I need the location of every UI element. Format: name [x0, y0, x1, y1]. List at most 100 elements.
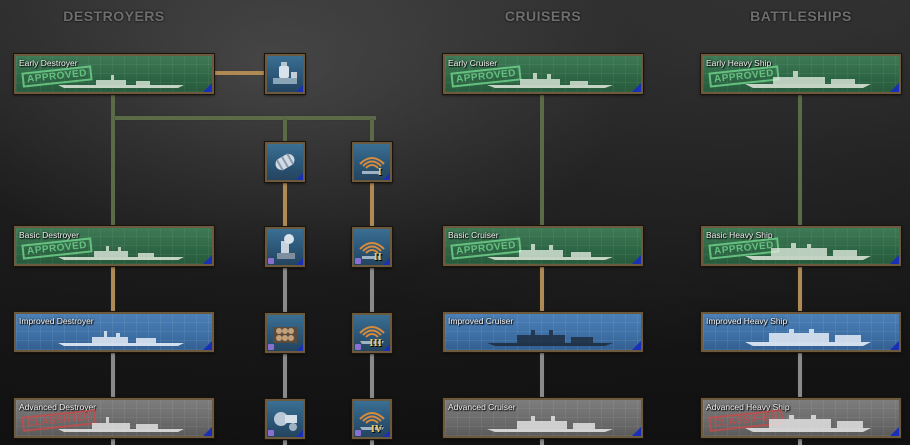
tech-name: Basic Heavy Ship	[706, 230, 773, 240]
battleship-silhouette-icon	[745, 415, 871, 432]
tech-advanced-cruiser[interactable]: Advanced Cruiser	[443, 398, 643, 438]
equipment-sonar-4[interactable]: IV	[352, 399, 392, 439]
cruiser-silhouette-icon	[487, 416, 613, 432]
research-flask-icon	[355, 430, 361, 436]
depth-charge-rack-icon	[273, 62, 297, 84]
corner-marker	[890, 341, 899, 350]
connector-line	[115, 116, 376, 120]
corner-marker	[203, 427, 212, 436]
battleship-silhouette-icon	[745, 243, 871, 260]
tech-name: Early Heavy Ship	[706, 58, 772, 68]
tech-advanced-heavy-ship[interactable]: Advanced Heavy Ship CLASSIFIED	[701, 398, 901, 438]
destroyer-silhouette-icon	[58, 417, 184, 432]
cruiser-silhouette-icon	[487, 330, 613, 346]
research-flask-icon	[355, 258, 361, 264]
column-header-battleships: BATTLESHIPS	[750, 8, 852, 24]
corner-marker	[203, 341, 212, 350]
corner-marker	[383, 430, 390, 437]
battleship-silhouette-icon	[745, 71, 871, 88]
tier-label: III	[369, 339, 382, 349]
connector-line	[540, 92, 544, 226]
connector-line	[111, 435, 115, 445]
research-flask-icon	[268, 430, 274, 436]
connector-line	[283, 266, 287, 313]
minesweeper-gear-icon	[274, 412, 297, 431]
corner-marker	[296, 430, 303, 437]
corner-marker	[203, 83, 212, 92]
corner-marker	[632, 427, 641, 436]
sonar-icon	[359, 157, 385, 174]
research-flask-icon	[268, 344, 274, 350]
connector-line	[111, 349, 115, 398]
tech-improved-destroyer[interactable]: Improved Destroyer	[14, 312, 214, 352]
corner-marker	[296, 85, 303, 92]
equipment-depth-charge-mine[interactable]	[265, 313, 305, 353]
connector-line	[283, 352, 287, 399]
equipment-depth-charge-projector[interactable]	[265, 227, 305, 267]
corner-marker	[632, 83, 641, 92]
connector-line	[540, 349, 544, 398]
tech-improved-cruiser[interactable]: Improved Cruiser	[443, 312, 643, 352]
equipment-sonar-1[interactable]: I	[352, 142, 392, 182]
battleship-silhouette-icon	[745, 329, 871, 346]
mine-icon	[273, 327, 297, 343]
connector-line	[370, 120, 374, 142]
destroyer-silhouette-icon	[58, 246, 184, 260]
connector-line	[798, 263, 802, 312]
connector-line	[798, 349, 802, 398]
connector-line	[370, 352, 374, 399]
corner-marker	[632, 341, 641, 350]
connector-line	[370, 266, 374, 313]
equipment-minesweeper-gear[interactable]	[265, 399, 305, 439]
tech-name: Basic Destroyer	[19, 230, 79, 240]
research-flask-icon	[268, 258, 274, 264]
sonar-icon	[359, 326, 385, 344]
tier-label: IV	[370, 425, 382, 435]
tier-label: I	[377, 168, 382, 178]
column-header-cruisers: CRUISERS	[504, 8, 582, 24]
tech-name: Basic Cruiser	[448, 230, 499, 240]
cruiser-silhouette-icon	[487, 244, 613, 260]
connector-line	[214, 71, 266, 75]
connector-line	[540, 263, 544, 312]
connector-line	[111, 92, 115, 226]
tech-improved-heavy-ship[interactable]: Improved Heavy Ship	[701, 312, 901, 352]
connector-line	[370, 438, 374, 445]
tech-name: Early Destroyer	[19, 58, 78, 68]
corner-marker	[383, 258, 390, 265]
cruiser-silhouette-icon	[487, 73, 613, 88]
tech-advanced-destroyer[interactable]: Advanced Destroyer CLASSIFIED	[14, 398, 214, 438]
destroyer-silhouette-icon	[58, 331, 184, 346]
tech-name: Advanced Heavy Ship	[706, 402, 790, 412]
depth-charge-thrower-icon	[275, 153, 295, 171]
connector-line	[283, 438, 287, 445]
tech-name: Early Cruiser	[448, 58, 498, 68]
sonar-icon	[359, 242, 385, 259]
tech-early-cruiser[interactable]: Early Cruiser APPROVED	[443, 54, 643, 94]
tech-basic-heavy-ship[interactable]: Basic Heavy Ship APPROVED	[701, 226, 901, 266]
connector-line	[283, 180, 287, 227]
tech-basic-destroyer[interactable]: Basic Destroyer APPROVED	[14, 226, 214, 266]
corner-marker	[890, 83, 899, 92]
connector-line	[798, 435, 802, 445]
equipment-depth-charge-thrower[interactable]	[265, 142, 305, 182]
equipment-sonar-3[interactable]: III	[352, 313, 392, 353]
connector-line	[283, 120, 287, 142]
column-header-destroyers: DESTROYERS	[63, 8, 165, 24]
tier-label: II	[373, 253, 382, 263]
tech-name: Advanced Cruiser	[448, 402, 516, 412]
tech-early-heavy-ship[interactable]: Early Heavy Ship APPROVED	[701, 54, 901, 94]
corner-marker	[890, 427, 899, 436]
corner-marker	[203, 255, 212, 264]
connector-line	[111, 263, 115, 312]
equipment-sonar-2[interactable]: II	[352, 227, 392, 267]
connector-line	[370, 180, 374, 227]
corner-marker	[296, 258, 303, 265]
connector-line	[540, 435, 544, 445]
tech-name: Advanced Destroyer	[19, 402, 97, 412]
equipment-depth-charge-rack[interactable]	[265, 54, 305, 94]
tech-early-destroyer[interactable]: Early Destroyer APPROVED	[14, 54, 214, 94]
tech-basic-cruiser[interactable]: Basic Cruiser APPROVED	[443, 226, 643, 266]
corner-marker	[296, 344, 303, 351]
